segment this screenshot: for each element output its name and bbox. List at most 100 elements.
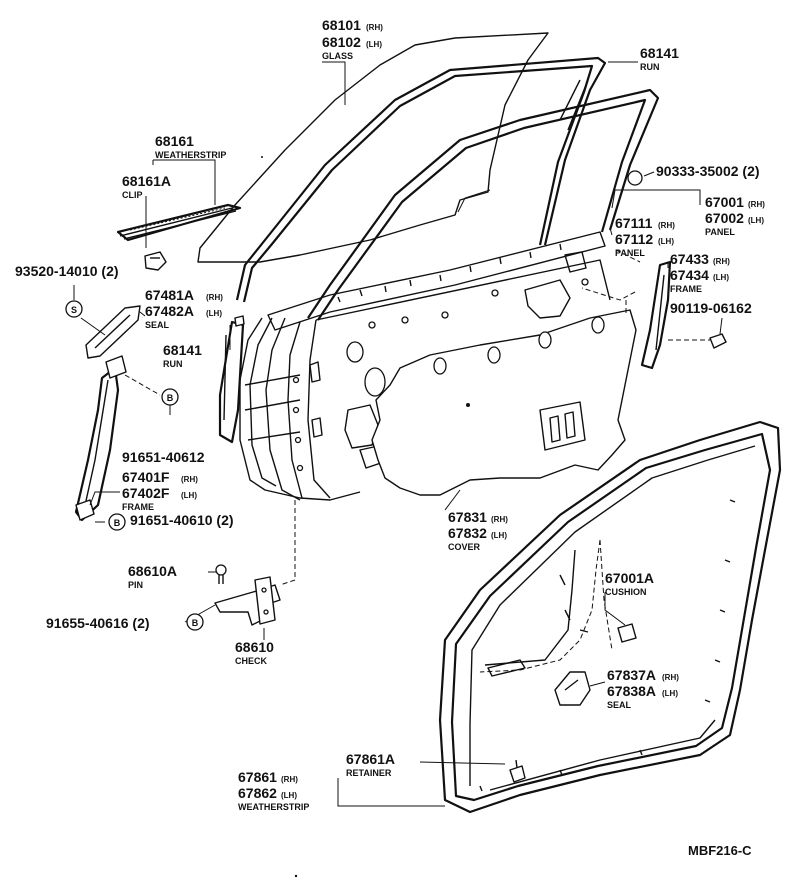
svg-text:B: B: [192, 618, 199, 628]
svg-text:(LH): (LH): [713, 273, 729, 282]
svg-text:GLASS: GLASS: [322, 51, 353, 61]
cushion-part: [617, 623, 637, 643]
label-screw-90119: 90119-06162: [670, 300, 752, 316]
svg-text:67481A: 67481A: [145, 287, 194, 303]
svg-text:67837A: 67837A: [607, 667, 656, 683]
svg-text:CUSHION: CUSHION: [605, 587, 647, 597]
svg-text:PANEL: PANEL: [615, 248, 645, 258]
retainer-clip: [509, 759, 526, 783]
label-panel: 67001 (RH) 67002 (LH) PANEL: [705, 194, 765, 237]
rear-sash-frame: [640, 260, 727, 370]
svg-text:(LH): (LH): [206, 309, 222, 318]
label-check: 68610 CHECK: [235, 639, 274, 666]
svg-text:67832: 67832: [448, 525, 487, 541]
svg-text:68141: 68141: [163, 342, 202, 358]
svg-text:68610A: 68610A: [128, 563, 177, 579]
svg-text:(LH): (LH): [748, 216, 764, 225]
diagram-code: MBF216-C: [688, 843, 752, 858]
corner-seal: [85, 305, 141, 359]
svg-text:68610: 68610: [235, 639, 274, 655]
label-pin: 68610A PIN: [128, 563, 177, 590]
svg-text:(RH): (RH): [491, 515, 508, 524]
svg-text:RUN: RUN: [163, 359, 183, 369]
svg-text:FRAME: FRAME: [670, 284, 702, 294]
label-run-side: 68141 RUN: [163, 342, 202, 369]
svg-text:B: B: [114, 518, 121, 528]
svg-text:90119-06162: 90119-06162: [670, 300, 752, 316]
clip-part: [144, 251, 167, 271]
label-bolt-91651-a: 91651-40612: [122, 449, 205, 465]
label-rear-frame: 67433 (RH) 67434 (LH) FRAME: [670, 251, 730, 294]
label-bolt-91651-b: 91651-40610 (2): [130, 512, 234, 528]
assembly-lines: [124, 249, 641, 586]
svg-text:68161: 68161: [155, 133, 194, 149]
svg-text:67433: 67433: [670, 251, 709, 267]
door-glass: [197, 32, 549, 263]
label-cushion: 67001A CUSHION: [605, 570, 654, 597]
svg-text:68141: 68141: [640, 45, 679, 61]
label-door-weatherstrip: 67861 (RH) 67862 (LH) WEATHERSTRIP: [238, 769, 309, 812]
door-panel-assembly: [239, 88, 660, 501]
belt-weatherstrip: [116, 203, 242, 242]
check-pin: [215, 564, 227, 584]
svg-text:67838A: 67838A: [607, 683, 656, 699]
svg-text:(RH): (RH): [281, 775, 298, 784]
svg-text:67482A: 67482A: [145, 303, 194, 319]
svg-text:67401F: 67401F: [122, 469, 170, 485]
panel-outline-dashed: [479, 539, 613, 677]
svg-text:(RH): (RH): [748, 200, 765, 209]
svg-text:67862: 67862: [238, 785, 277, 801]
svg-text:PIN: PIN: [128, 580, 143, 590]
svg-text:91655-40616 (2): 91655-40616 (2): [46, 615, 150, 631]
svg-text:CLIP: CLIP: [122, 190, 143, 200]
label-retainer: 67861A RETAINER: [346, 751, 395, 778]
svg-text:B: B: [167, 393, 174, 403]
svg-text:67861A: 67861A: [346, 751, 395, 767]
label-bolt-91655: 91655-40616 (2): [46, 615, 150, 631]
label-screw-93520: 93520-14010 (2): [15, 263, 119, 279]
svg-text:67434: 67434: [670, 267, 709, 283]
svg-text:(RH): (RH): [366, 23, 383, 32]
window-run-side: [218, 315, 245, 444]
svg-text:FRAME: FRAME: [122, 502, 154, 512]
svg-text:90333-35002 (2): 90333-35002 (2): [656, 163, 760, 179]
svg-text:91651-40612: 91651-40612: [122, 449, 205, 465]
hole-plug: [627, 170, 643, 186]
label-glass: 68101 (RH) 68102 (LH) GLASS: [322, 17, 383, 61]
svg-text:67111: 67111: [615, 215, 653, 231]
svg-text:(RH): (RH): [713, 257, 730, 266]
svg-text:67402F: 67402F: [122, 485, 170, 501]
svg-text:WEATHERSTRIP: WEATHERSTRIP: [155, 150, 226, 160]
label-clip: 68161A CLIP: [122, 173, 171, 200]
lower-seal: [554, 671, 591, 706]
leader-lines: [73, 61, 723, 807]
callout-b-2: B: [108, 513, 126, 531]
svg-text:(LH): (LH): [366, 40, 382, 49]
window-run-top: [235, 56, 607, 303]
panel-cover: [371, 309, 637, 496]
svg-text:68161A: 68161A: [122, 173, 171, 189]
svg-text:SEAL: SEAL: [145, 320, 170, 330]
svg-text:93520-14010 (2): 93520-14010 (2): [15, 263, 119, 279]
svg-text:MBF216-C: MBF216-C: [688, 843, 752, 858]
svg-text:(LH): (LH): [662, 689, 678, 698]
label-lower-seal: 67837A (RH) 67838A (LH) SEAL: [607, 667, 679, 710]
callout-b-1: B: [161, 388, 179, 406]
svg-text:(LH): (LH): [281, 791, 297, 800]
svg-text:PANEL: PANEL: [705, 227, 735, 237]
door-weatherstrip: [438, 420, 782, 814]
callout-s: S: [65, 300, 83, 318]
svg-text:67002: 67002: [705, 210, 744, 226]
svg-text:(LH): (LH): [658, 237, 674, 246]
svg-text:S: S: [71, 305, 77, 315]
svg-text:67001A: 67001A: [605, 570, 654, 586]
svg-text:SEAL: SEAL: [607, 700, 632, 710]
svg-text:67112: 67112: [615, 231, 653, 247]
svg-text:RUN: RUN: [640, 62, 660, 72]
svg-text:(LH): (LH): [491, 531, 507, 540]
svg-text:RETAINER: RETAINER: [346, 768, 392, 778]
label-run-top: 68141 RUN: [640, 45, 679, 72]
svg-text:67861: 67861: [238, 769, 277, 785]
svg-text:91651-40610 (2): 91651-40610 (2): [130, 512, 234, 528]
